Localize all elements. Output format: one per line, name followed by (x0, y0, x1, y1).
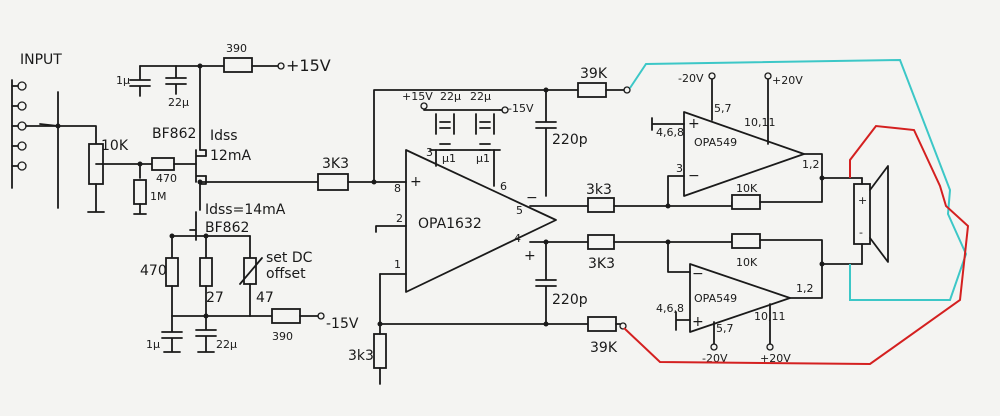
output-plus-sign: + (524, 248, 536, 264)
sense-wires (623, 58, 970, 366)
supply-cap-22u-label: 22µ (168, 96, 189, 109)
opa549-bottom-pin12: 1,2 (796, 282, 814, 295)
feedback-resistor-39k-top (577, 82, 607, 98)
pin-6-label: 6 (500, 180, 507, 193)
input-resistor-3k3 (317, 173, 349, 191)
input-section: INPUT 10K 470 1M (11, 52, 197, 215)
opa1632-cap-22u-1: 22µ (440, 90, 461, 103)
opa1632-stage: 3K3 39K 220p OPA1632 + 8 2 1 3k3 +15V 22… (317, 66, 631, 385)
source-resistor-470 (165, 257, 179, 287)
opa1632-vneg-label: -15V (508, 102, 534, 115)
opa1632-symbol (405, 149, 557, 293)
q1-idss-value: 12mA (210, 148, 251, 164)
opa549-top: OPA549 + − 4,6,8 3 -20V 5,7 +20V 10,11 1… (651, 72, 863, 210)
resistor-27-label: 27 (206, 290, 224, 306)
output-resistor-top-label: 3k3 (586, 182, 612, 198)
feedback-cap-bottom-label: 220p (552, 292, 588, 308)
feedback-resistor-top-label: 39K (580, 66, 608, 82)
opa549-bottom: OPA549 − + 4,6,8 5,7 -20V 10,11 +20V 1,2… (656, 233, 863, 365)
negative-supply-resistor-390 (271, 308, 301, 324)
opa549-bottom-pin1011: 10,11 (754, 310, 786, 323)
pin-3-label: 3 (426, 146, 433, 159)
opa549-bottom-rfb-label: 10K (736, 256, 758, 269)
supply-resistor-390 (223, 57, 253, 73)
opa549-bottom-pin468: 4,6,8 (656, 302, 684, 315)
opa549-top-pin3: 3 (676, 162, 683, 175)
ground-resistor-label: 3k3 (348, 348, 374, 364)
jfet-stage: 1µ 22µ 390 +15V BF862 Idss 12mA Idss=14m… (116, 42, 359, 353)
gate-stopper-470 (151, 157, 175, 171)
trimmer-value: 47 (256, 290, 274, 306)
opa549-bottom-plus: + (692, 314, 704, 330)
opa549-top-pin1011: 10,11 (744, 116, 776, 129)
pin-2-label: 2 (396, 212, 403, 225)
feedback-cap-top-label: 220p (552, 132, 588, 148)
opa549-top-plus: + (688, 116, 700, 132)
sense-wire-red (623, 124, 970, 366)
source-resistor-label: 470 (140, 263, 167, 279)
output-minus-sign: − (526, 190, 538, 206)
pin-1-label: 1 (394, 258, 401, 271)
opa549-top-vneg: -20V (678, 72, 704, 85)
opa549-top-pin468: 4,6,8 (656, 126, 684, 139)
opa1632-plus-sign: + (410, 174, 422, 190)
pin-8-label: 8 (394, 182, 401, 195)
input-label: INPUT (20, 52, 62, 68)
opa1632-cap-u1-1: µ1 (442, 152, 456, 165)
trimmer-label-2: offset (266, 266, 306, 282)
q2-part-label: BF862 (205, 220, 249, 236)
opa549-bottom-symbol (689, 263, 791, 333)
opa549-bottom-pin57: 5,7 (716, 322, 734, 335)
negative-resistor-label: 390 (272, 330, 293, 343)
output-resistor-bottom-label: 3K3 (588, 256, 615, 272)
input-resistor-label: 10K (101, 138, 129, 154)
opa549-top-feedback-10k (731, 194, 761, 210)
positive-supply-label: +15V (286, 56, 331, 75)
negative-supply-label: -15V (326, 316, 359, 332)
q1-part-label: BF862 (152, 126, 196, 142)
pin-4-label: 4 (514, 232, 521, 245)
supply-cap-1u-label: 1µ (116, 74, 130, 87)
supply-resistor-label: 390 (226, 42, 247, 55)
input-selector-switch (11, 79, 97, 209)
ground-resistor-3k3 (373, 333, 387, 369)
opa549-top-vpos: +20V (772, 74, 803, 87)
opa549-top-minus: − (688, 168, 700, 184)
output-interstage: 3k3 3K3 (586, 182, 733, 272)
trimmer-label-1: set DC (266, 250, 313, 266)
speaker-minus: - (859, 226, 863, 239)
q2-idss-label: Idss=14mA (205, 202, 286, 218)
bottom-cap-1u-label: 1µ (146, 338, 160, 351)
opa549-top-rfb-label: 10K (736, 182, 758, 195)
opa549-top-pin57: 5,7 (714, 102, 732, 115)
opa549-bottom-feedback-10k (731, 233, 761, 249)
opa1632-label: OPA1632 (418, 216, 482, 232)
opa549-bottom-label: OPA549 (694, 292, 737, 305)
opa549-bottom-minus: − (692, 266, 704, 282)
opa1632-cap-22u-2: 22µ (470, 90, 491, 103)
sense-wire-cyan (629, 58, 968, 301)
gate-resistor-label: 1M (150, 190, 167, 203)
bottom-cap-22u-label: 22µ (216, 338, 237, 351)
speaker: + - (853, 165, 889, 265)
gate-resistor-1m (133, 179, 147, 205)
opa549-top-symbol (683, 111, 805, 197)
opa1632-cap-u1-2: µ1 (476, 152, 490, 165)
resistor-27 (199, 257, 213, 287)
opa1632-vpos-label: +15V (402, 90, 433, 103)
opa549-top-pin12: 1,2 (802, 158, 820, 171)
pin-5-label: 5 (516, 204, 523, 217)
gate-stopper-label: 470 (156, 172, 177, 185)
feedback-resistor-bottom-label: 39K (590, 340, 618, 356)
opa549-bottom-vpos: +20V (760, 352, 791, 365)
output-resistor-3k3-bottom (587, 234, 615, 250)
feedback-resistor-39k-bottom (587, 316, 617, 332)
opa549-top-label: OPA549 (694, 136, 737, 149)
input-resistor-3k3-label: 3K3 (322, 156, 349, 172)
output-resistor-3k3-top (587, 197, 615, 213)
q1-idss-label: Idss (210, 128, 238, 144)
speaker-plus: + (858, 194, 867, 207)
